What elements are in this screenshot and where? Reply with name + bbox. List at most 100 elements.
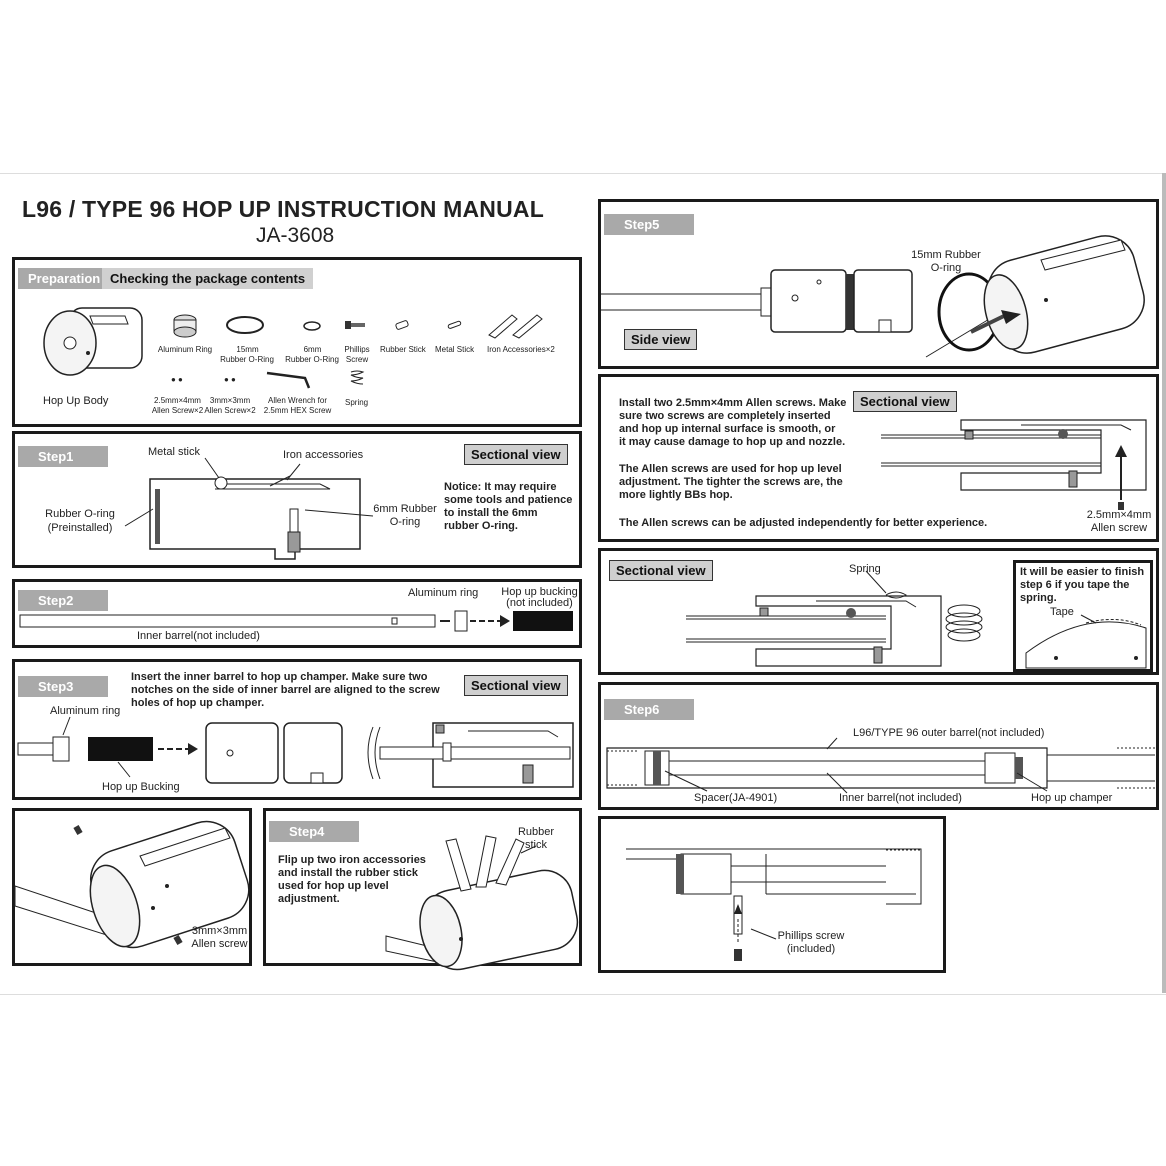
aluminum-ring-label: Aluminum Ring [157, 345, 213, 354]
step1-notice-2: some tools and patience [444, 494, 573, 506]
step5b-sectional-view: Sectional view [853, 391, 957, 412]
step4-rubber-stick-label-a: Rubber [517, 826, 555, 838]
step2-panel: Step2 Aluminum ring Hop up bucking (not … [12, 579, 582, 648]
manual-title: L96 / TYPE 96 HOP UP INSTRUCTION MANUAL [22, 196, 544, 222]
step5b-p2-1: The Allen screws are used for hop up lev… [619, 463, 842, 475]
step5-oring-label-b: O-ring [930, 262, 962, 274]
step5b-p2-2: adjustment. The tighter the screws are, … [619, 476, 843, 488]
step6-tag: Step6 [604, 699, 694, 720]
step2-bucking-label-b: (not included) [506, 597, 573, 609]
step1-oring6-label-b: O-ring [389, 516, 421, 528]
iron-accessories-icon [488, 314, 543, 339]
step1-panel: Step1 Sectional view Metal stick Iron ac… [12, 431, 582, 568]
step5-side-view: Side view [624, 329, 698, 350]
allen-wrench-label-b: 2.5mm HEX Screw [263, 406, 332, 415]
step5b-p3: The Allen screws can be adjusted indepen… [619, 517, 988, 529]
step6-inner-barrel-label: Inner barrel(not included) [839, 792, 962, 804]
step5c-tape-illustration [1025, 614, 1147, 669]
step4-text-3: used for hop up level [278, 880, 389, 892]
step1-oring6-label-a: 6mm Rubber [373, 503, 437, 515]
step5c-tip-1: It will be easier to finish [1020, 566, 1145, 578]
step5b-p1-1: Install two 2.5mm×4mm Allen screws. Make [619, 397, 847, 409]
step5b-p1-4: it may cause damage to hop up and nozzle… [619, 436, 846, 448]
metal-stick-label: Metal Stick [435, 345, 475, 354]
step7-screw-label-b: (included) [786, 943, 836, 955]
step2-bucking-label-a: Hop up bucking [501, 586, 578, 598]
step1-notice-3: to install the 6mm [444, 507, 538, 519]
model-number: JA-3608 [256, 224, 335, 247]
step5b-screw-label-a: 2.5mm×4mm [1086, 509, 1152, 521]
allen-screw-3-label-a: 3mm×3mm [209, 396, 251, 405]
allen-screw-3-dots: ● ● [224, 375, 236, 384]
step5c-spring-label: Spring [849, 563, 881, 575]
page-edge [1162, 173, 1166, 993]
step6-hop-up-champer-label: Hop up champer [1031, 792, 1113, 804]
step1-iron-accessories-label: Iron accessories [283, 449, 364, 461]
step4-illustration [385, 835, 579, 971]
step3-assembly-diagram [17, 716, 574, 788]
oring-6mm-label-b: Rubber O-Ring [285, 355, 339, 364]
spring-icon [350, 370, 365, 385]
allen-screw-25-label-a: 2.5mm×4mm [154, 396, 201, 405]
step6-spacer-label: Spacer(JA-4901) [694, 792, 778, 804]
aluminum-ring-icon [173, 314, 197, 338]
allen-screw-3-label-b: Allen Screw×2 [204, 406, 256, 415]
allen-screw-25-dots: ● ● [171, 375, 183, 384]
hop-up-body-label: Hop Up Body [43, 395, 109, 407]
step5b-screw-label-b: Allen screw [1090, 522, 1148, 534]
rubber-stick-icon [395, 320, 409, 330]
step5-oring-label-a: 15mm Rubber [911, 249, 981, 261]
step5b-panel: Sectional view Install two 2.5mm×4mm All… [598, 374, 1159, 542]
step2-inner-barrel-label: Inner barrel(not included) [137, 630, 260, 642]
step5c-tip-box: It will be easier to finish step 6 if yo… [1013, 560, 1153, 672]
step4-panel: Step4 Rubber stick Flip up two iron acce… [263, 808, 582, 971]
step3b-screw-label-b: Allen screw [191, 938, 248, 950]
preparation-heading: Checking the package contents [102, 268, 314, 289]
step6-barrel-diagram [606, 737, 1155, 794]
step3-panel: Step3 Sectional view Insert the inner ba… [12, 659, 582, 800]
step5b-p1-3: and hop up internal surface is smooth, o… [619, 423, 836, 435]
step2-barrel-diagram [19, 610, 573, 632]
step5b-sectional-diagram [881, 419, 1147, 510]
iron-accessories-label: Iron Accessories×2 [487, 345, 555, 354]
step3-tag: Step3 [18, 676, 108, 697]
oring-15mm-label-b: Rubber O-Ring [220, 355, 274, 364]
preparation-tag: Preparation [18, 268, 111, 289]
step3-text-2: notches on the side of inner barrel are … [131, 684, 440, 696]
step3-sectional-view: Sectional view [464, 675, 568, 696]
step4-text-2: and install the rubber stick [278, 867, 418, 879]
step3b-screw-label-a: 3mm×3mm [191, 925, 248, 937]
step1-oring-label-a: Rubber O-ring [45, 508, 115, 520]
spring-label: Spring [345, 398, 369, 407]
step3-bucking-label: Hop up Bucking [102, 781, 180, 793]
step5c-tip-2: step 6 if you tape the [1020, 579, 1130, 591]
step6-outer-barrel-label: L96/TYPE 96 outer barrel(not included) [853, 727, 1045, 739]
step1-sectional-view: Sectional view [464, 444, 568, 465]
oring-6mm-icon [303, 321, 321, 331]
step3-text-1: Insert the inner barrel to hop up champe… [131, 671, 428, 683]
step4-tag: Step4 [269, 821, 359, 842]
oring-6mm-label-a: 6mm [303, 345, 322, 354]
step5-assembly-diagram [601, 235, 1145, 358]
preparation-panel: Preparation Checking the package content… [12, 257, 582, 427]
metal-stick-icon [447, 320, 462, 329]
step1-tag: Step1 [18, 446, 108, 467]
step1-metal-stick-label: Metal stick [148, 446, 200, 458]
step3b-panel: 3mm×3mm Allen screw [12, 808, 252, 966]
step5c-panel: Sectional view Spring It will be easier … [598, 548, 1159, 675]
step5-tag: Step5 [604, 214, 694, 235]
step3b-illustration [14, 820, 250, 949]
step2-tag: Step2 [18, 590, 108, 611]
step1-oring-label-b: (Preinstalled) [47, 522, 113, 534]
rubber-stick-label: Rubber Stick [380, 345, 426, 354]
oring-15mm-label-a: 15mm [236, 345, 259, 354]
step3-text-3: holes of hop up champer. [131, 697, 265, 709]
phillips-screw-label-b: Screw [345, 355, 369, 364]
step5c-tape-label: Tape [1050, 606, 1074, 618]
allen-wrench-icon [266, 371, 311, 389]
step1-notice-1: Notice: It may require [444, 481, 557, 493]
step5c-sectional-diagram [686, 570, 983, 667]
step4-rubber-stick-label-b: stick [525, 839, 547, 851]
step4-text-4: adjustment. [278, 893, 340, 905]
allen-wrench-label-a: Allen Wrench for [268, 396, 327, 405]
